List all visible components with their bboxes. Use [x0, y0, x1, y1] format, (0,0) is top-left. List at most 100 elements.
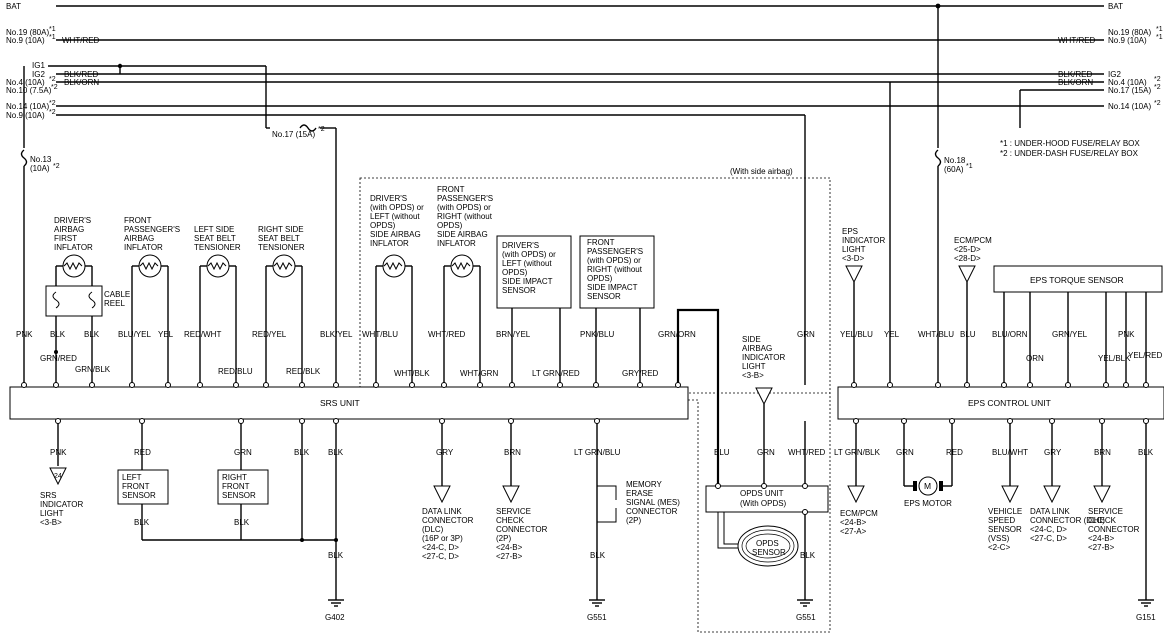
- fuse-9b-left: No.9 (10A): [6, 111, 45, 120]
- svg-text:<24-B>: <24-B>: [1088, 534, 1115, 543]
- svg-text:ECM/PCM: ECM/PCM: [954, 236, 992, 245]
- svg-text:PNK: PNK: [50, 448, 67, 457]
- svg-text:RED/BLU: RED/BLU: [218, 367, 253, 376]
- srs-dlc: DATA LINK CONNECTOR (DLC) (16P or 3P) <2…: [422, 485, 474, 561]
- svg-text:<27-C, D>: <27-C, D>: [422, 552, 459, 561]
- svg-text:*2: *2: [53, 163, 60, 170]
- svg-text:(with OPDS) or: (with OPDS) or: [437, 203, 491, 212]
- svg-text:SENSOR: SENSOR: [502, 286, 536, 295]
- svg-text:FRONT: FRONT: [124, 216, 152, 225]
- svg-text:BLK: BLK: [234, 518, 250, 527]
- fuse-9-right: No.9 (10A): [1108, 36, 1147, 45]
- srs-top-wire-labels: PNK BLK BLK BLU/YEL YEL RED/WHT RED/YEL …: [16, 330, 815, 339]
- svg-text:LEFT (without: LEFT (without: [502, 259, 552, 268]
- svg-text:SEAT BELT: SEAT BELT: [194, 234, 236, 243]
- svg-text:LIGHT: LIGHT: [40, 509, 64, 518]
- svg-text:*1: *1: [1156, 26, 1163, 33]
- svg-text:SIDE AIRBAG: SIDE AIRBAG: [437, 230, 488, 239]
- svg-text:(2P): (2P): [626, 516, 641, 525]
- svg-text:*2: *2: [49, 100, 56, 107]
- svg-text:SPEED: SPEED: [988, 516, 1015, 525]
- svg-text:VEHICLE: VEHICLE: [988, 507, 1022, 516]
- eps-indicator-light: EPS INDICATOR LIGHT <3-D>: [842, 227, 885, 385]
- ground-g402: G402: [325, 599, 345, 622]
- left-front-sensor: LEFT FRONT SENSOR BLK: [117, 469, 169, 540]
- fuse-4-right: No.4 (10A): [1108, 78, 1147, 87]
- ecm-pcm-bottom: ECM/PCM <24-B> <27-A>: [840, 485, 878, 536]
- side-airbag-indicator-light: SIDE AIRBAG INDICATOR LIGHT <3-B>: [742, 335, 785, 484]
- svg-text:DRIVER'S: DRIVER'S: [54, 216, 91, 225]
- svg-text:BLU: BLU: [714, 448, 730, 457]
- svg-text:(with OPDS) or: (with OPDS) or: [370, 203, 424, 212]
- svg-text:<2-C>: <2-C>: [988, 543, 1011, 552]
- svg-text:WHT/BLU: WHT/BLU: [362, 330, 398, 339]
- svg-text:YEL/BLK: YEL/BLK: [1098, 354, 1131, 363]
- fuse-10-left: No.10 (7.5A): [6, 86, 52, 95]
- svg-text:LT GRN/RED: LT GRN/RED: [532, 369, 580, 378]
- left-seat-belt-tensioner: LEFT SIDE SEAT BELT TENSIONER: [194, 225, 241, 385]
- svg-text:LIGHT: LIGHT: [742, 362, 766, 371]
- svg-text:INDICATOR: INDICATOR: [842, 236, 885, 245]
- svg-text:CABLE: CABLE: [104, 290, 130, 299]
- right-seat-belt-tensioner: RIGHT SIDE SEAT BELT TENSIONER: [258, 225, 305, 385]
- passenger-side-airbag-inflator: FRONT PASSENGER'S (with OPDS) or RIGHT (…: [437, 185, 493, 385]
- svg-text:*1: *1: [966, 163, 973, 170]
- eps-bottom: LT GRN/BLK GRN RED BLU/WHT GRY BRN BLK: [834, 418, 1154, 600]
- svg-text:<24-B>: <24-B>: [496, 543, 523, 552]
- svg-text:OPDS: OPDS: [756, 539, 779, 548]
- svg-text:<28-D>: <28-D>: [954, 254, 981, 263]
- svg-text:<27-B>: <27-B>: [1088, 543, 1115, 552]
- mes-connector: MEMORY ERASE SIGNAL (MES) CONNECTOR (2P)…: [587, 480, 680, 622]
- fuse-17-right: No.17 (15A): [1108, 86, 1151, 95]
- svg-text:DATA LINK: DATA LINK: [422, 507, 462, 516]
- srs-unit: [9, 386, 689, 420]
- svg-text:<27-C, D>: <27-C, D>: [1030, 534, 1067, 543]
- svg-text:GRN/ORN: GRN/ORN: [658, 330, 696, 339]
- svg-text:LEFT (without: LEFT (without: [370, 212, 420, 221]
- svg-text:RED: RED: [134, 448, 151, 457]
- svg-text:BLK: BLK: [1138, 448, 1154, 457]
- fuse-box-notes: *1 : UNDER-HOOD FUSE/RELAY BOX *2 : UNDE…: [1000, 139, 1140, 158]
- driver-side-impact-sensor: DRIVER'S (with OPDS) or LEFT (without OP…: [496, 235, 572, 385]
- svg-text:ORN: ORN: [1026, 354, 1044, 363]
- svg-text:SENSOR: SENSOR: [988, 525, 1022, 534]
- svg-text:SEAT BELT: SEAT BELT: [258, 234, 300, 243]
- svg-text:WHT/RED: WHT/RED: [428, 330, 466, 339]
- svg-text:SRS: SRS: [40, 491, 56, 500]
- svg-text:WHT/RED: WHT/RED: [788, 448, 826, 457]
- fuse-14-right: No.14 (10A): [1108, 102, 1151, 111]
- svg-text:*2: *2: [49, 76, 56, 83]
- svg-text:GRN/YEL: GRN/YEL: [1052, 330, 1088, 339]
- svg-text:G551: G551: [796, 613, 816, 622]
- srs-low-wire-labels: GRN/RED GRN/BLK RED/BLU RED/BLK WHT/BLK …: [40, 354, 659, 378]
- svg-text:(with OPDS) or: (with OPDS) or: [587, 256, 641, 265]
- svg-text:<27-A>: <27-A>: [840, 527, 867, 536]
- svg-text:SIDE IMPACT: SIDE IMPACT: [502, 277, 553, 286]
- svg-text:SERVICE: SERVICE: [1088, 507, 1123, 516]
- svg-text:BLK: BLK: [590, 551, 606, 560]
- svg-text:FRONT: FRONT: [437, 185, 465, 194]
- svg-text:PASSENGER'S: PASSENGER'S: [124, 225, 180, 234]
- svg-text:G151: G151: [1136, 613, 1156, 622]
- eps-control-unit: [837, 386, 1164, 420]
- power-buses: [23, 3, 1104, 385]
- svg-text:<25-D>: <25-D>: [954, 245, 981, 254]
- srs-top-pins: [21, 382, 681, 388]
- svg-text:SERVICE: SERVICE: [496, 507, 531, 516]
- svg-text:FRONT: FRONT: [122, 482, 150, 491]
- srs-service-check-connector: SERVICE CHECK CONNECTOR (2P) <24-B> <27-…: [496, 485, 548, 561]
- wire-label: BLK/RED: [1058, 70, 1092, 79]
- svg-text:*2 : UNDER-DASH FUSE/RELAY BOX: *2 : UNDER-DASH FUSE/RELAY BOX: [1000, 149, 1139, 158]
- ecm-pcm-top: ECM/PCM <25-D> <28-D>: [954, 236, 992, 385]
- fuse-19-left: No.19 (80A): [6, 28, 49, 37]
- svg-text:*1: *1: [49, 26, 56, 33]
- svg-text:(10A): (10A): [30, 164, 50, 173]
- svg-text:BRN: BRN: [504, 448, 521, 457]
- svg-text:BRN: BRN: [1094, 448, 1111, 457]
- wire-label: WHT/RED: [62, 36, 100, 45]
- srs-bottom: PNK RED GRN BLK BLK GRY BRN LT GRN/BLU: [50, 418, 621, 600]
- svg-text:RIGHT SIDE: RIGHT SIDE: [258, 225, 304, 234]
- svg-text:CONNECTOR (DLC): CONNECTOR (DLC): [1030, 516, 1105, 525]
- fuse-no17: No.17 (15A) *2: [272, 124, 325, 139]
